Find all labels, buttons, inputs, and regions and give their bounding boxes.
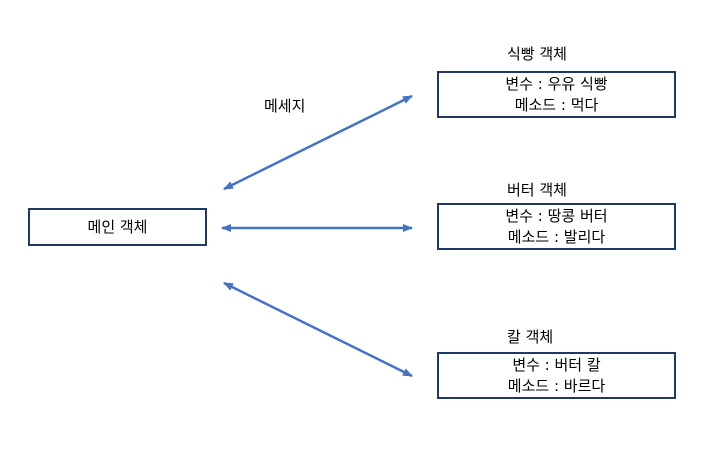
bread-object-method: 메소드 : 먹다 bbox=[514, 95, 599, 114]
butter-object-variable: 변수 : 땅콩 버터 bbox=[505, 206, 608, 225]
knife-object-box: 변수 : 버터 칼 메소드 : 바르다 bbox=[437, 352, 676, 399]
knife-object-method: 메소드 : 바르다 bbox=[507, 376, 606, 395]
butter-object-method: 메소드 : 발리다 bbox=[507, 227, 606, 246]
bread-object-title: 식빵 객체 bbox=[507, 45, 567, 63]
bread-object-box: 변수 : 우유 식빵 메소드 : 먹다 bbox=[437, 71, 676, 118]
arrow-main-to-bread bbox=[223, 94, 413, 191]
arrow-main-to-knife bbox=[223, 281, 413, 378]
main-object-box: 메인 객체 bbox=[28, 208, 207, 246]
message-label: 메세지 bbox=[264, 97, 306, 115]
butter-object-box: 변수 : 땅콩 버터 메소드 : 발리다 bbox=[437, 203, 676, 250]
butter-object-title: 버터 객체 bbox=[507, 181, 567, 199]
bread-object-variable: 변수 : 우유 식빵 bbox=[505, 74, 608, 93]
knife-object-variable: 변수 : 버터 칼 bbox=[512, 355, 601, 374]
main-object-title: 메인 객체 bbox=[87, 217, 148, 236]
knife-object-title: 칼 객체 bbox=[507, 328, 554, 346]
